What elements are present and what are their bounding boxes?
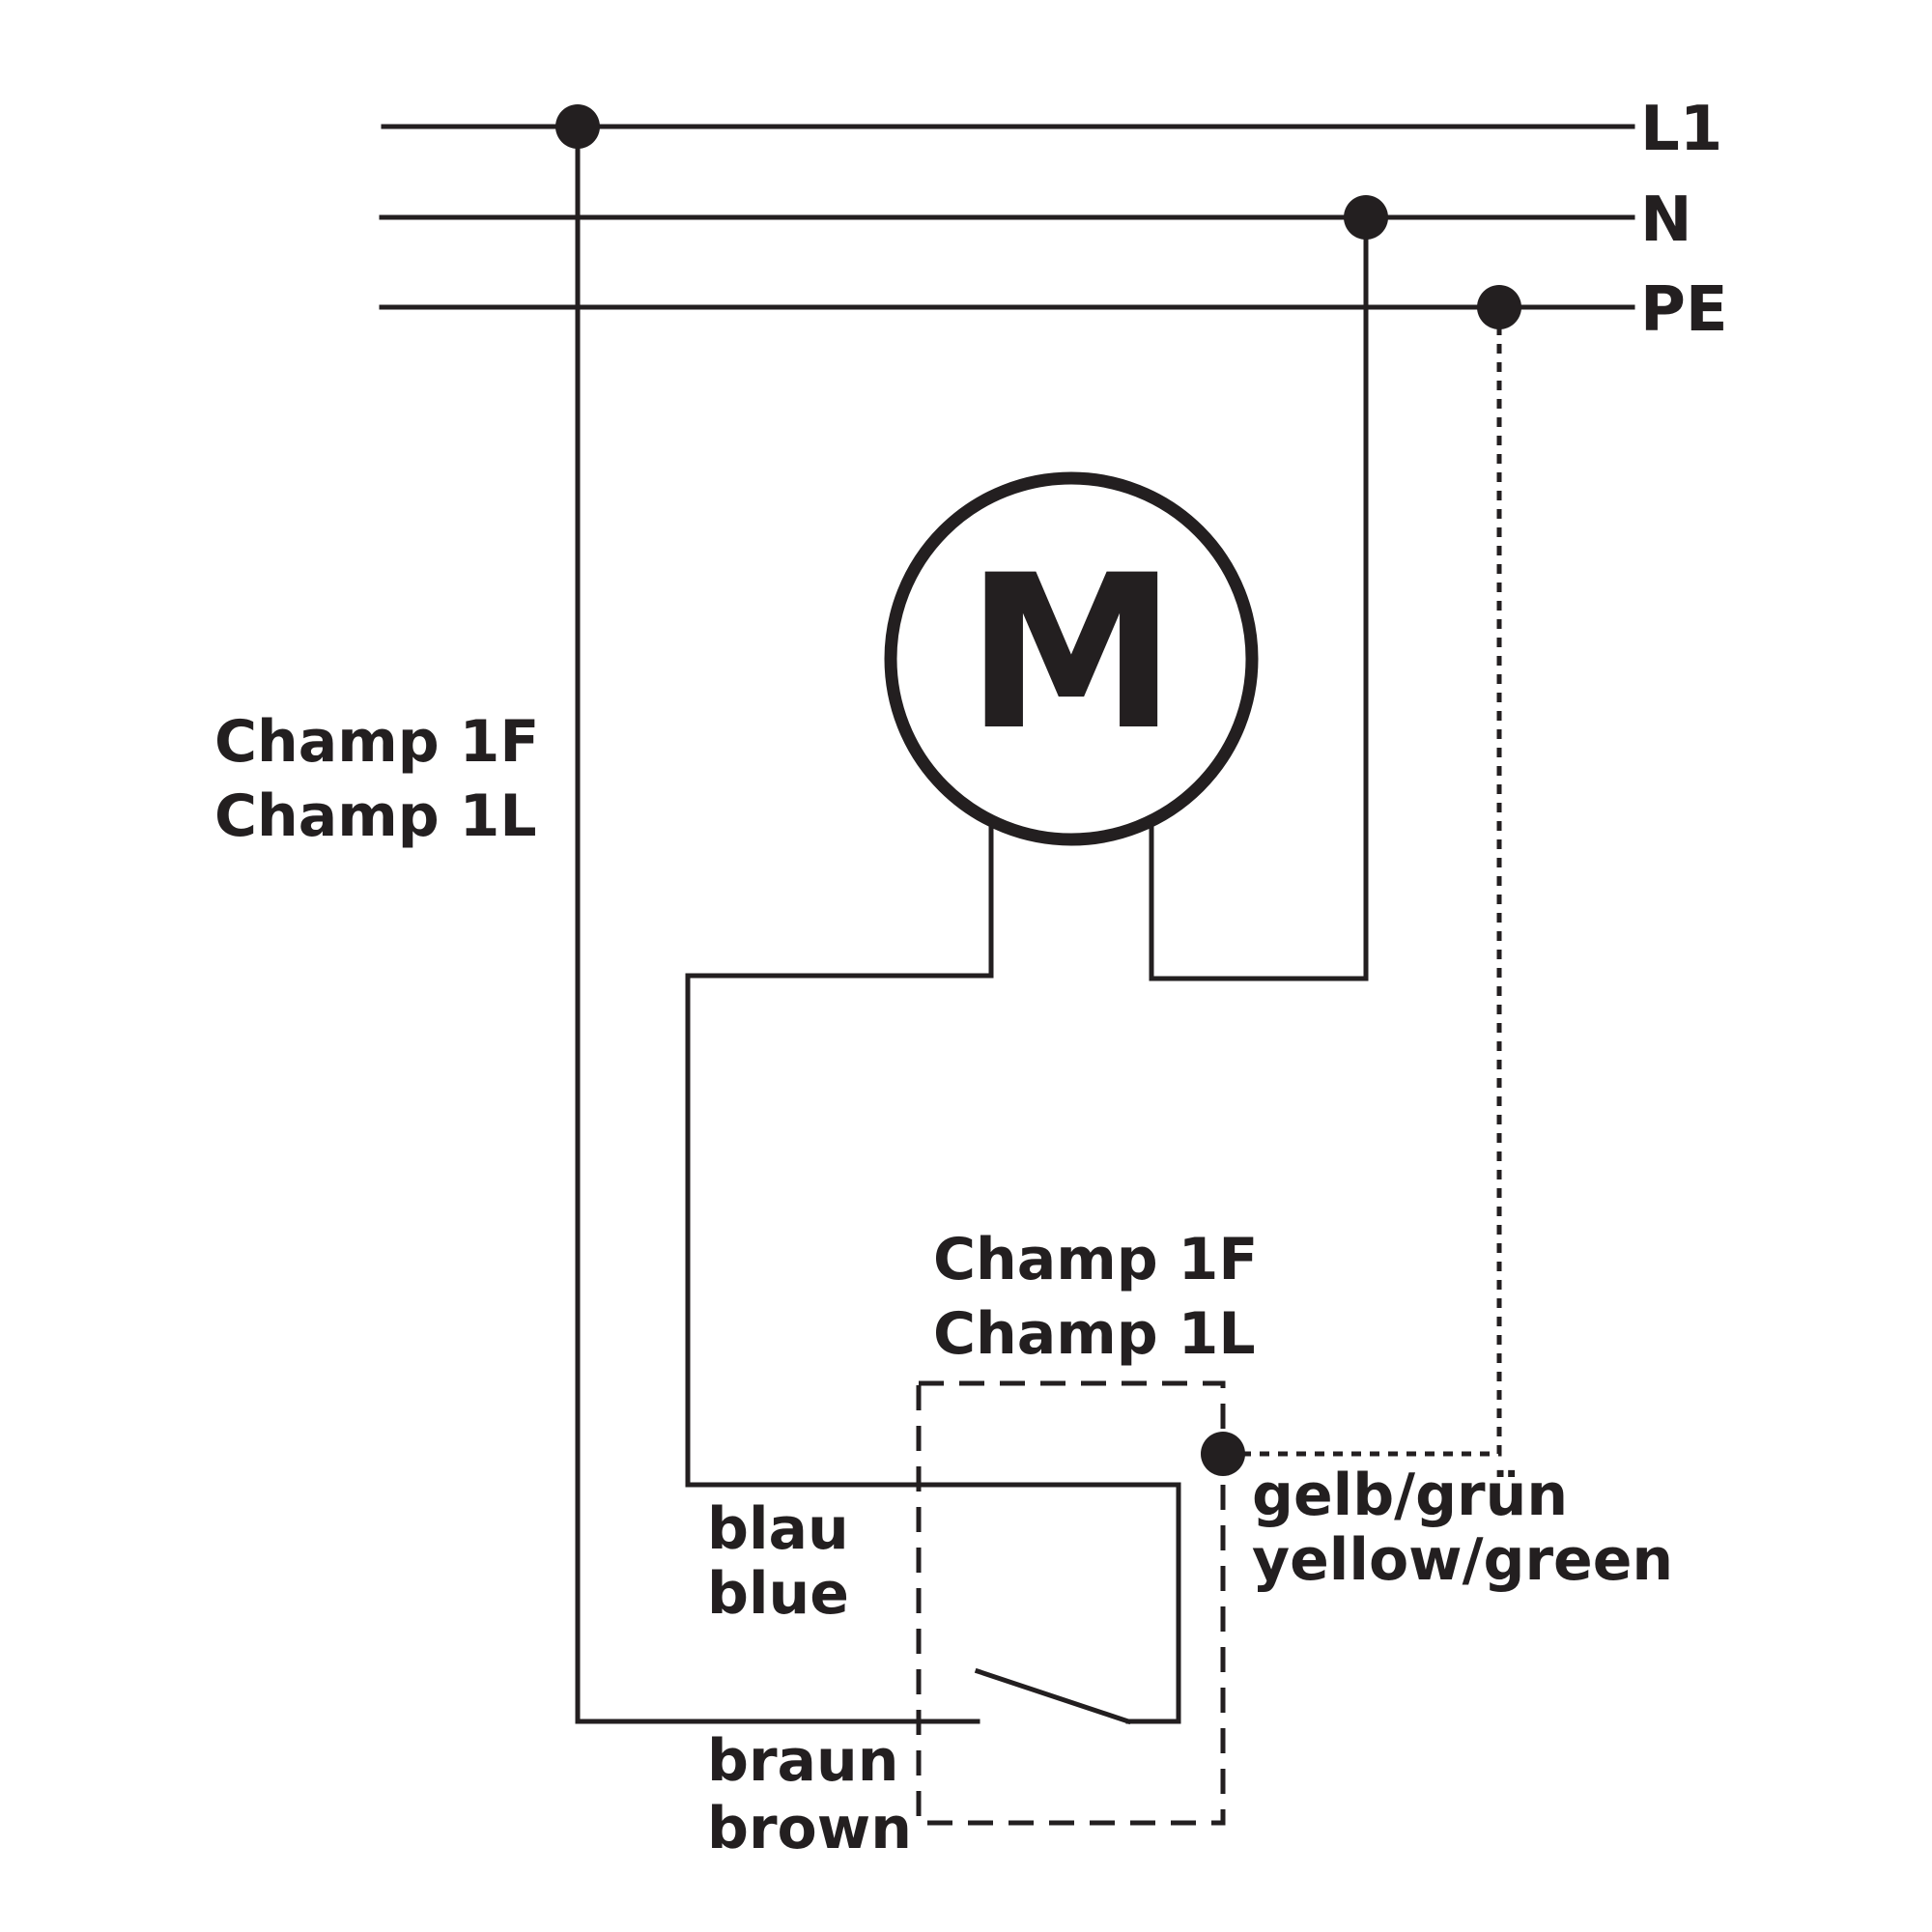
l1-label: L1: [1640, 94, 1722, 165]
device-left-label-line2: Champ 1L: [214, 782, 537, 850]
earth-terminal-node: [1201, 1432, 1245, 1476]
motor-symbol: [884, 471, 1259, 846]
earth-wire: [1223, 307, 1502, 1457]
blue-wire-label-line1: blau: [707, 1495, 849, 1563]
motor-label: M: [966, 529, 1178, 777]
blue-motor-wire: [685, 823, 1181, 1724]
switch-device-boundary: [916, 1380, 1226, 1826]
n-feed-wire: [1149, 214, 1369, 981]
switch-contact: [974, 1667, 1132, 1725]
pe-label: PE: [1640, 274, 1728, 346]
blue-wire-label-line2: blue: [707, 1560, 849, 1628]
l1-feed-wire: [575, 124, 980, 1724]
brown-wire-label-line1: braun: [707, 1727, 898, 1795]
device-switch-label-line1: Champ 1F: [933, 1226, 1258, 1293]
earth-wire-label-line1: gelb/grün: [1252, 1462, 1568, 1529]
device-left-label-line1: Champ 1F: [214, 708, 539, 776]
earth-wire-label-line2: yellow/green: [1252, 1526, 1673, 1594]
n-label: N: [1640, 185, 1692, 256]
n-junction-node: [1344, 195, 1388, 240]
l1-junction-node: [555, 104, 600, 149]
brown-wire-label-line2: brown: [707, 1795, 912, 1862]
device-switch-label-line2: Champ 1L: [933, 1300, 1256, 1368]
pe-junction-node: [1477, 285, 1521, 329]
